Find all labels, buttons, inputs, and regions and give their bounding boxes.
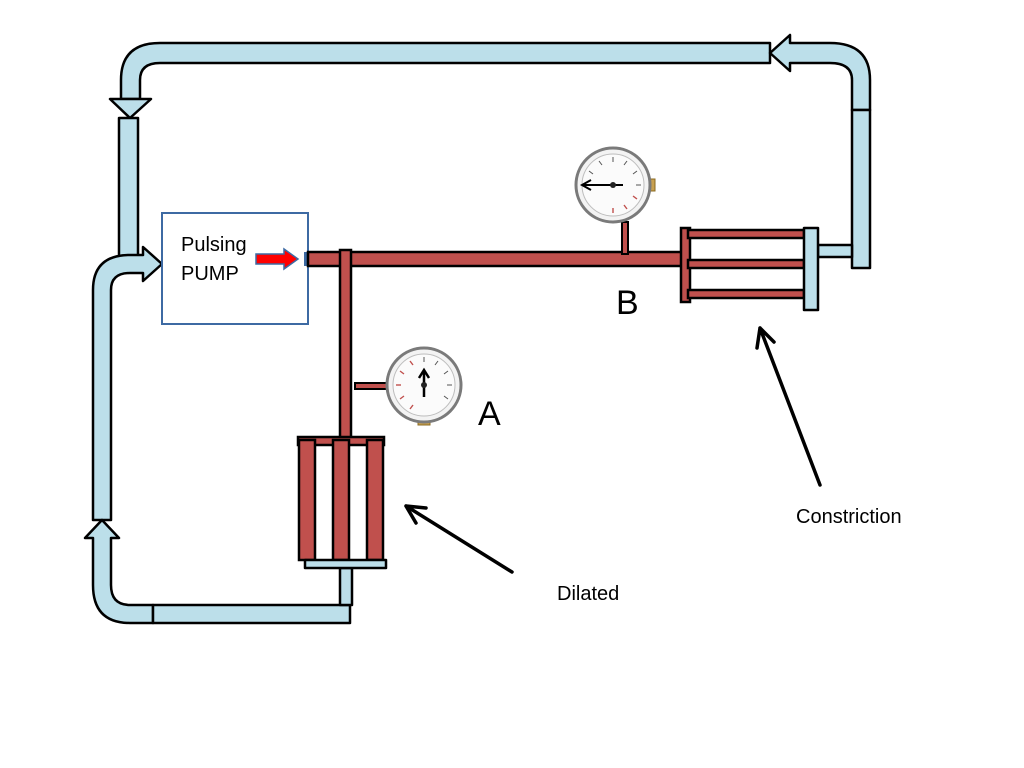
constriction-pointer xyxy=(755,326,822,487)
pump-flow-arrow-icon xyxy=(255,247,300,271)
gauge-b-stub xyxy=(621,221,629,255)
red-pressure-line xyxy=(306,221,684,442)
gauge-a-label: A xyxy=(478,395,501,433)
left-down-arrow-icon xyxy=(108,97,153,120)
gauge-a-hub xyxy=(421,382,427,388)
top-return-pipe xyxy=(119,41,772,101)
top-flow-arrow-icon xyxy=(768,33,872,112)
pump-inlet-pipe xyxy=(91,245,164,522)
pressure-gauge-a xyxy=(385,346,463,426)
dilated-outlet-pipe xyxy=(338,566,354,607)
gauge-a-ticks xyxy=(396,357,452,410)
left-upper-pipe xyxy=(117,116,140,260)
dilated-feed-pipe xyxy=(338,248,353,442)
constriction-tube-3 xyxy=(686,288,806,300)
gauge-b-ticks xyxy=(588,157,641,213)
dilated-pointer xyxy=(404,504,514,574)
constriction-label: Constriction xyxy=(796,506,902,528)
pulsing-pump: Pulsing PUMP xyxy=(161,212,310,325)
dilated-base-plate xyxy=(303,558,388,570)
gauge-a-stub xyxy=(354,382,388,390)
dilated-tube-1 xyxy=(297,438,317,562)
pump-label-line2: PUMP xyxy=(181,263,239,285)
constriction-arrow-icon xyxy=(755,326,822,487)
dilated-chamber xyxy=(296,435,388,570)
constriction-tube-1 xyxy=(686,228,806,240)
dilated-label: Dilated xyxy=(557,583,619,605)
right-vertical-pipe xyxy=(850,108,872,270)
dilated-tube-3 xyxy=(365,438,385,562)
constriction-tube-2 xyxy=(686,258,806,270)
constriction-right-plate xyxy=(802,226,820,312)
dilated-arrow-icon xyxy=(404,504,514,574)
pump-label-line1: Pulsing xyxy=(181,234,247,256)
pressure-gauge-b xyxy=(574,146,656,224)
blue-return-pipe xyxy=(83,33,872,625)
gauge-b-needle-icon xyxy=(579,179,623,191)
dilated-tube-2 xyxy=(331,438,351,562)
bottom-return-pipe xyxy=(151,603,352,625)
constriction-outlet-pipe xyxy=(816,243,854,259)
gauge-b-label: B xyxy=(616,284,639,322)
gauge-b-hub xyxy=(610,182,616,188)
left-up-arrow-icon xyxy=(83,518,155,625)
constriction-chamber xyxy=(679,226,820,312)
